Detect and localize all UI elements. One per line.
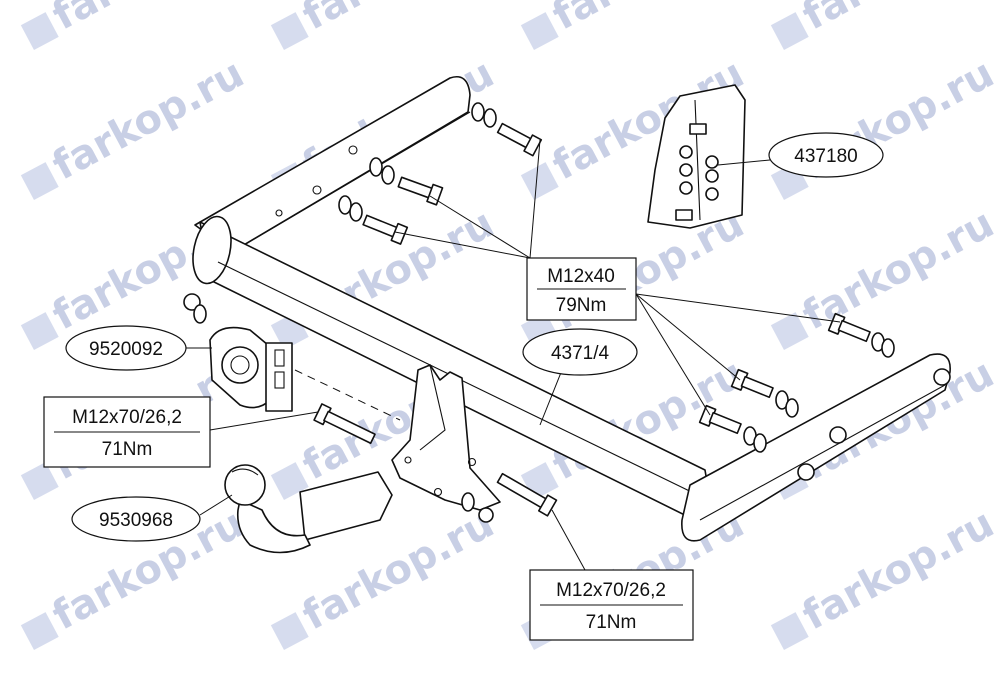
watermark-text: farkop.ru [45,0,251,39]
watermark-17: farkop.ru [270,501,502,650]
callout-437180: 437180 [768,132,884,178]
watermark-11: farkop.ru [770,201,1000,350]
watermark-badge-icon [270,612,309,650]
callout-4371-4: 4371/4 [522,328,638,376]
watermark-badge-icon [20,462,59,500]
watermark-0: farkop.ru [20,0,252,50]
watermark-text: farkop.ru [795,501,1000,640]
socket-plate-9520092 [183,293,401,421]
spec-box-m12x40: M12x40 79Nm [526,257,637,321]
watermark-7: farkop.ru [770,51,1000,200]
watermark-19: farkop.ru [770,501,1000,650]
watermark-badge-icon [20,162,59,200]
callout-9530968: 9530968 [71,496,201,542]
watermark-text: farkop.ru [545,0,751,39]
callout-4371-4-label: 4371/4 [551,343,610,364]
spec-box-m12x70-bottom: M12x70/26,2 71Nm [529,569,694,641]
bracket-set-437180 [647,84,746,229]
watermark-badge-icon [520,12,559,50]
callout-9530968-label: 9530968 [99,510,173,531]
watermark-badge-icon [770,612,809,650]
watermark-text: farkop.ru [295,0,501,39]
main-beam [192,76,951,542]
callout-9520092-label: 9520092 [89,339,163,360]
watermark-badge-icon [20,612,59,650]
watermark-text: farkop.ru [795,0,1000,39]
watermark-text: farkop.ru [45,51,251,190]
bolt-m12x70-left [313,403,376,445]
watermark-text: farkop.ru [795,201,1000,340]
bolt-left-spec: M12x70/26,2 [72,407,182,428]
watermark-3: farkop.ru [770,0,1000,50]
watermark-1: farkop.ru [270,0,502,50]
tow-ball-9530968 [224,464,393,554]
bolt-m12x70-bottom [461,472,558,523]
bolt-left-torque: 71Nm [102,439,153,460]
bolt-bottom-spec: M12x70/26,2 [556,580,666,601]
callout-437180-label: 437180 [794,146,857,167]
watermark-badge-icon [520,162,559,200]
bolts-m12x40-right-arm [698,312,895,453]
bolt-bottom-torque: 71Nm [586,612,637,633]
bolt-top-spec: M12x40 [547,266,615,287]
watermark-badge-icon [270,462,309,500]
watermark-2: farkop.ru [520,0,752,50]
watermark-badge-icon [20,12,59,50]
watermark-badge-icon [770,312,809,350]
watermark-badge-icon [770,12,809,50]
watermark-badge-icon [20,312,59,350]
bolt-top-torque: 79Nm [556,295,607,316]
watermark-4: farkop.ru [20,51,252,200]
callout-9520092: 9520092 [65,325,187,371]
watermark-badge-icon [270,12,309,50]
spec-box-m12x70-left: M12x70/26,2 71Nm [43,396,211,468]
